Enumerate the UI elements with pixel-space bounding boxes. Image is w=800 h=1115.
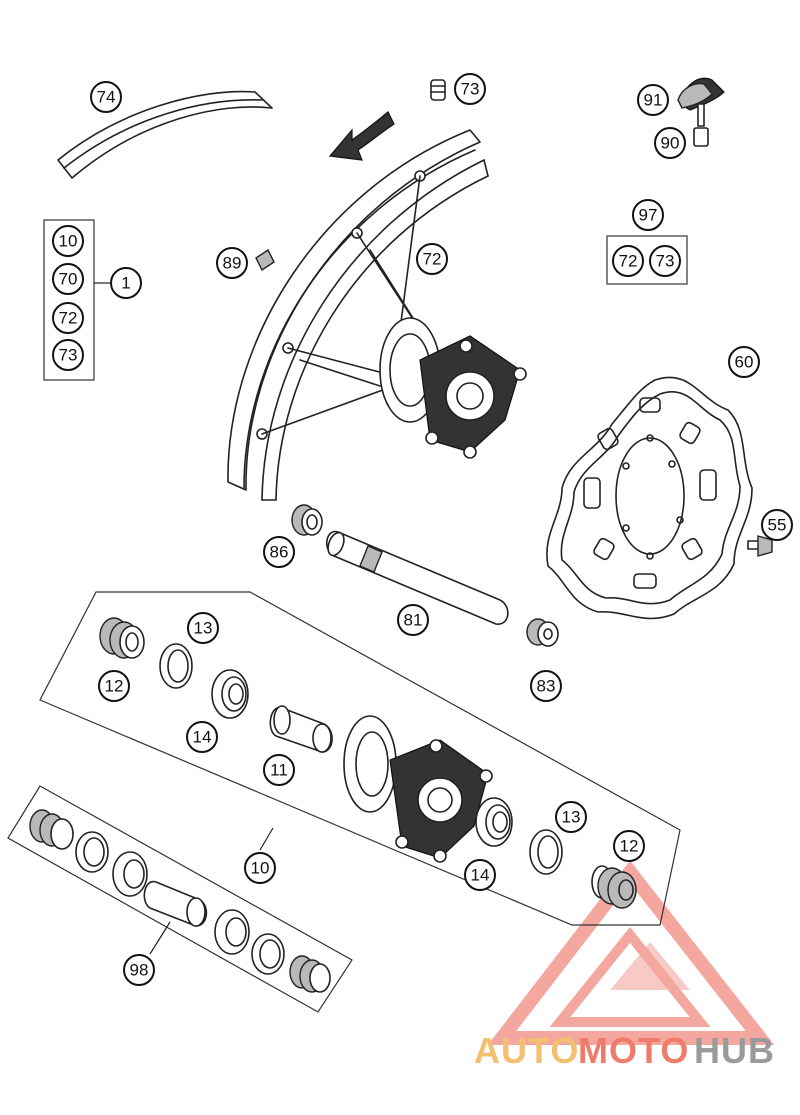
svg-text:13: 13 — [562, 808, 581, 827]
svg-text:AUTO: AUTO — [474, 1030, 579, 1071]
callout-86: 86 — [263, 536, 295, 568]
svg-text:12: 12 — [620, 837, 639, 856]
rotation-arrow-icon — [328, 111, 395, 161]
svg-text:60: 60 — [735, 353, 754, 372]
svg-text:12: 12 — [105, 677, 124, 696]
callout-74: 74 — [90, 81, 122, 113]
distance-sleeve-11 — [269, 705, 333, 753]
svg-text:83: 83 — [537, 677, 556, 696]
svg-text:10: 10 — [59, 232, 78, 251]
kit-97-box — [606, 235, 688, 285]
valve-cap — [430, 79, 446, 101]
spacer-left — [291, 504, 323, 536]
svg-text:98: 98 — [130, 961, 149, 980]
watermark-logo — [487, 860, 775, 1045]
leader-lines — [94, 282, 274, 955]
callout-81: 81 — [397, 604, 429, 636]
callout-13-left: 13 — [187, 612, 219, 644]
circlip-13-left — [159, 643, 193, 689]
svg-text:1: 1 — [121, 274, 130, 293]
callout-14-left: 14 — [186, 721, 218, 753]
svg-text:72: 72 — [59, 309, 78, 328]
hub-kit-outline — [39, 591, 681, 926]
callout-89: 89 — [216, 247, 248, 279]
callout-11: 11 — [263, 754, 295, 786]
spacer-right — [526, 618, 559, 647]
svg-text:74: 74 — [97, 88, 116, 107]
svg-text:86: 86 — [270, 543, 289, 562]
circlip-13-right — [529, 829, 563, 875]
svg-text:MOTO: MOTO — [578, 1030, 689, 1071]
callout-14-right: 14 — [464, 859, 496, 891]
callout-97: 97 — [632, 199, 664, 231]
callout-kit1-73: 73 — [52, 339, 84, 371]
callout-97-73: 73 — [649, 245, 681, 277]
seal-12-right — [591, 865, 637, 909]
rim-assembly — [227, 129, 527, 501]
callout-1: 1 — [110, 267, 142, 299]
svg-text:97: 97 — [639, 206, 658, 225]
callout-98: 98 — [123, 954, 155, 986]
svg-text:81: 81 — [404, 611, 423, 630]
callout-10: 10 — [244, 852, 276, 884]
rim-strip — [57, 90, 273, 179]
axle — [326, 530, 509, 625]
callout-kit1-72: 72 — [52, 302, 84, 334]
svg-text:91: 91 — [644, 91, 663, 110]
hub-body — [343, 715, 493, 863]
svg-text:73: 73 — [59, 346, 78, 365]
callout-55: 55 — [761, 509, 793, 541]
kit-1-box — [43, 219, 95, 381]
svg-text:14: 14 — [471, 866, 490, 885]
callout-kit1-10: 10 — [52, 225, 84, 257]
callout-73-valve-cap: 73 — [454, 73, 486, 105]
callout-kit1-70: 70 — [52, 263, 84, 295]
svg-text:13: 13 — [194, 619, 213, 638]
seal-12-left — [99, 617, 145, 659]
callout-72-rim: 72 — [416, 243, 448, 275]
callout-12-right: 12 — [613, 830, 645, 862]
svg-text:HUB: HUB — [694, 1030, 775, 1071]
callout-91: 91 — [637, 84, 669, 116]
callout-83: 83 — [530, 670, 562, 702]
watermark-text: AUTO MOTO HUB — [474, 1030, 775, 1071]
svg-text:70: 70 — [59, 270, 78, 289]
disc-bolt — [747, 535, 773, 557]
svg-text:55: 55 — [768, 516, 787, 535]
repair-kit-outline — [7, 785, 353, 1013]
svg-text:72: 72 — [423, 250, 442, 269]
callout-90: 90 — [654, 127, 686, 159]
bearing-14-right — [475, 797, 513, 847]
svg-text:14: 14 — [193, 728, 212, 747]
svg-text:90: 90 — [661, 134, 680, 153]
callout-12-left: 12 — [98, 670, 130, 702]
svg-text:89: 89 — [223, 254, 242, 273]
svg-text:10: 10 — [251, 859, 270, 878]
bearing-14-left — [211, 669, 249, 719]
callout-13-right: 13 — [555, 801, 587, 833]
callout-97-72: 72 — [612, 245, 644, 277]
svg-text:73: 73 — [656, 252, 675, 271]
callout-60: 60 — [728, 346, 760, 378]
repair-kit-parts — [29, 809, 331, 993]
spoke-nipple — [255, 248, 275, 272]
brake-disc — [546, 376, 753, 620]
svg-text:72: 72 — [619, 252, 638, 271]
svg-text:73: 73 — [461, 80, 480, 99]
svg-text:11: 11 — [270, 761, 288, 780]
tire-valve — [677, 77, 725, 147]
